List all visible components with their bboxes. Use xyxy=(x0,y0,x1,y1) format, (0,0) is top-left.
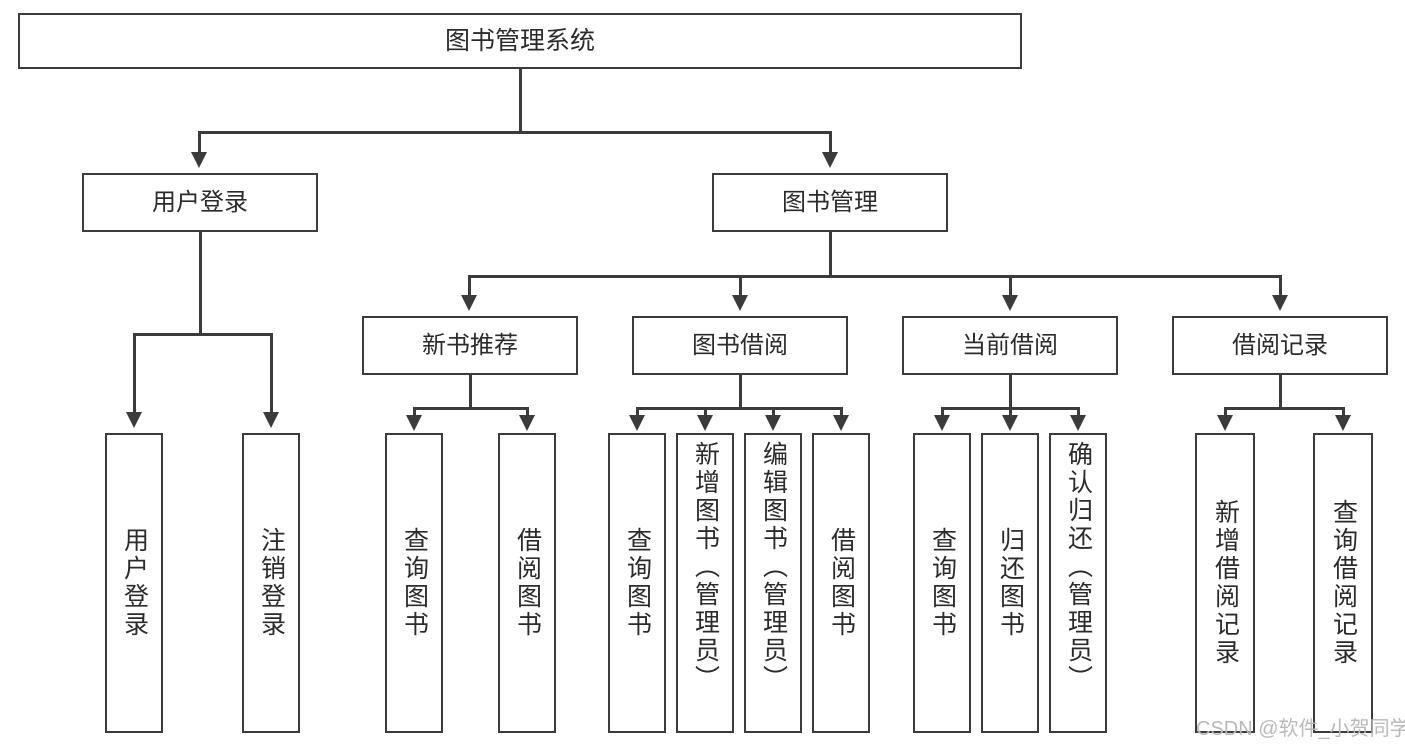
arrowhead-book-borrow-leaf-3 xyxy=(765,415,781,431)
connector-book-borrow-leaf-2 xyxy=(704,407,707,418)
connector-new-book-stem xyxy=(469,375,472,409)
arrowhead-book-manage xyxy=(822,152,838,168)
connector-book-borrow-bus xyxy=(636,407,840,410)
connector-level2-bus xyxy=(198,131,832,134)
leaf-book-borrow-add[interactable]: 新增图书（管理员） xyxy=(676,433,734,733)
node-label: 用户登录 xyxy=(120,527,149,639)
node-label: 图书管理系统 xyxy=(444,26,595,55)
node-label: 图书借阅 xyxy=(692,331,788,359)
arrowhead-book-borrow-leaf-4 xyxy=(833,415,849,431)
node-root-system[interactable]: 图书管理系统 xyxy=(18,13,1022,69)
leaf-new-book-query[interactable]: 查询图书 xyxy=(385,433,443,733)
arrowhead-book-borrow-leaf-2 xyxy=(697,415,713,431)
arrowhead-book-borrow-leaf-1 xyxy=(629,415,645,431)
node-label: 归还图书 xyxy=(996,527,1025,639)
arrowhead-borrow-record-leaf-2 xyxy=(1335,415,1351,431)
arrowhead-new-book-leaf-2 xyxy=(519,415,535,431)
node-label: 用户登录 xyxy=(152,188,248,216)
node-label: 查询借阅记录 xyxy=(1329,499,1358,667)
node-label: 查询图书 xyxy=(400,527,429,639)
leaf-book-borrow-query[interactable]: 查询图书 xyxy=(608,433,666,733)
node-book-borrow[interactable]: 图书借阅 xyxy=(632,316,848,375)
arrowhead-user-login-leaf-1 xyxy=(126,412,142,428)
connector-current-borrow-stem xyxy=(1009,375,1012,409)
leaf-borrow-record-add[interactable]: 新增借阅记录 xyxy=(1195,433,1255,733)
node-label: 查询图书 xyxy=(623,527,652,639)
connector-root-stem xyxy=(519,69,522,133)
node-label: 新增图书（管理员） xyxy=(691,441,720,693)
node-label: 借阅图书 xyxy=(827,527,856,639)
node-label: 借阅图书 xyxy=(513,527,542,639)
node-borrow-record[interactable]: 借阅记录 xyxy=(1172,316,1388,375)
connector-to-current-borrow xyxy=(1009,275,1012,297)
connector-user-login-leaf-2 xyxy=(270,333,273,415)
arrowhead-book-borrow xyxy=(732,295,748,311)
node-label: 新书推荐 xyxy=(422,331,518,359)
arrowhead-current-borrow-leaf-2 xyxy=(1002,415,1018,431)
node-label: 图书管理 xyxy=(782,188,878,216)
connector-user-login-leaf-1 xyxy=(133,333,136,415)
connector-book-borrow-leaf-3 xyxy=(772,407,775,418)
connector-book-borrow-leaf-4 xyxy=(840,407,843,418)
connector-to-user-login xyxy=(198,131,201,155)
connector-new-book-bus xyxy=(413,407,528,410)
leaf-current-borrow-return[interactable]: 归还图书 xyxy=(981,433,1039,733)
connector-current-borrow-leaf-3 xyxy=(1077,407,1080,418)
connector-new-book-leaf-2 xyxy=(526,407,529,418)
leaf-new-book-borrow[interactable]: 借阅图书 xyxy=(498,433,556,733)
leaf-current-borrow-confirm[interactable]: 确认归还（管理员） xyxy=(1049,433,1107,733)
node-current-borrow[interactable]: 当前借阅 xyxy=(902,316,1118,375)
arrowhead-borrow-record-leaf-1 xyxy=(1217,415,1233,431)
arrowhead-current-borrow xyxy=(1002,295,1018,311)
node-label: 编辑图书（管理员） xyxy=(759,441,788,693)
arrowhead-new-book xyxy=(461,295,477,311)
connector-book-borrow-stem xyxy=(739,375,742,409)
leaf-book-borrow-edit[interactable]: 编辑图书（管理员） xyxy=(744,433,802,733)
connector-user-login-stem xyxy=(199,232,202,335)
node-label: 借阅记录 xyxy=(1232,331,1328,359)
connector-book-manage-stem xyxy=(829,232,832,277)
leaf-user-login-logout[interactable]: 注销登录 xyxy=(242,433,300,733)
arrowhead-current-borrow-leaf-1 xyxy=(934,415,950,431)
leaf-book-borrow-borrow[interactable]: 借阅图书 xyxy=(812,433,870,733)
connector-current-borrow-leaf-2 xyxy=(1009,407,1012,418)
connector-user-login-bus xyxy=(133,333,272,336)
leaf-user-login-login[interactable]: 用户登录 xyxy=(105,433,163,733)
connector-borrow-record-stem xyxy=(1279,375,1282,409)
connector-to-book-borrow xyxy=(739,275,742,297)
connector-level3-bus xyxy=(468,275,1280,278)
connector-to-new-book xyxy=(468,275,471,297)
node-book-manage[interactable]: 图书管理 xyxy=(712,173,948,232)
node-user-login[interactable]: 用户登录 xyxy=(82,173,318,232)
connector-borrow-record-leaf-1 xyxy=(1224,407,1227,418)
leaf-current-borrow-query[interactable]: 查询图书 xyxy=(913,433,971,733)
arrowhead-borrow-record xyxy=(1272,295,1288,311)
connector-borrow-record-leaf-2 xyxy=(1342,407,1345,418)
arrowhead-user-login-leaf-2 xyxy=(263,412,279,428)
node-label: 注销登录 xyxy=(257,527,286,639)
node-new-book[interactable]: 新书推荐 xyxy=(362,316,578,375)
connector-to-borrow-record xyxy=(1279,275,1282,297)
arrowhead-current-borrow-leaf-3 xyxy=(1070,415,1086,431)
arrowhead-new-book-leaf-1 xyxy=(406,415,422,431)
node-label: 当前借阅 xyxy=(962,331,1058,359)
connector-to-book-manage xyxy=(829,131,832,155)
arrowhead-user-login xyxy=(191,152,207,168)
connector-book-borrow-leaf-1 xyxy=(636,407,639,418)
connector-borrow-record-bus xyxy=(1224,407,1344,410)
connector-new-book-leaf-1 xyxy=(413,407,416,418)
leaf-borrow-record-query[interactable]: 查询借阅记录 xyxy=(1313,433,1373,733)
node-label: 新增借阅记录 xyxy=(1211,499,1240,667)
connector-current-borrow-leaf-1 xyxy=(941,407,944,418)
node-label: 确认归还（管理员） xyxy=(1064,441,1093,693)
node-label: 查询图书 xyxy=(928,527,957,639)
